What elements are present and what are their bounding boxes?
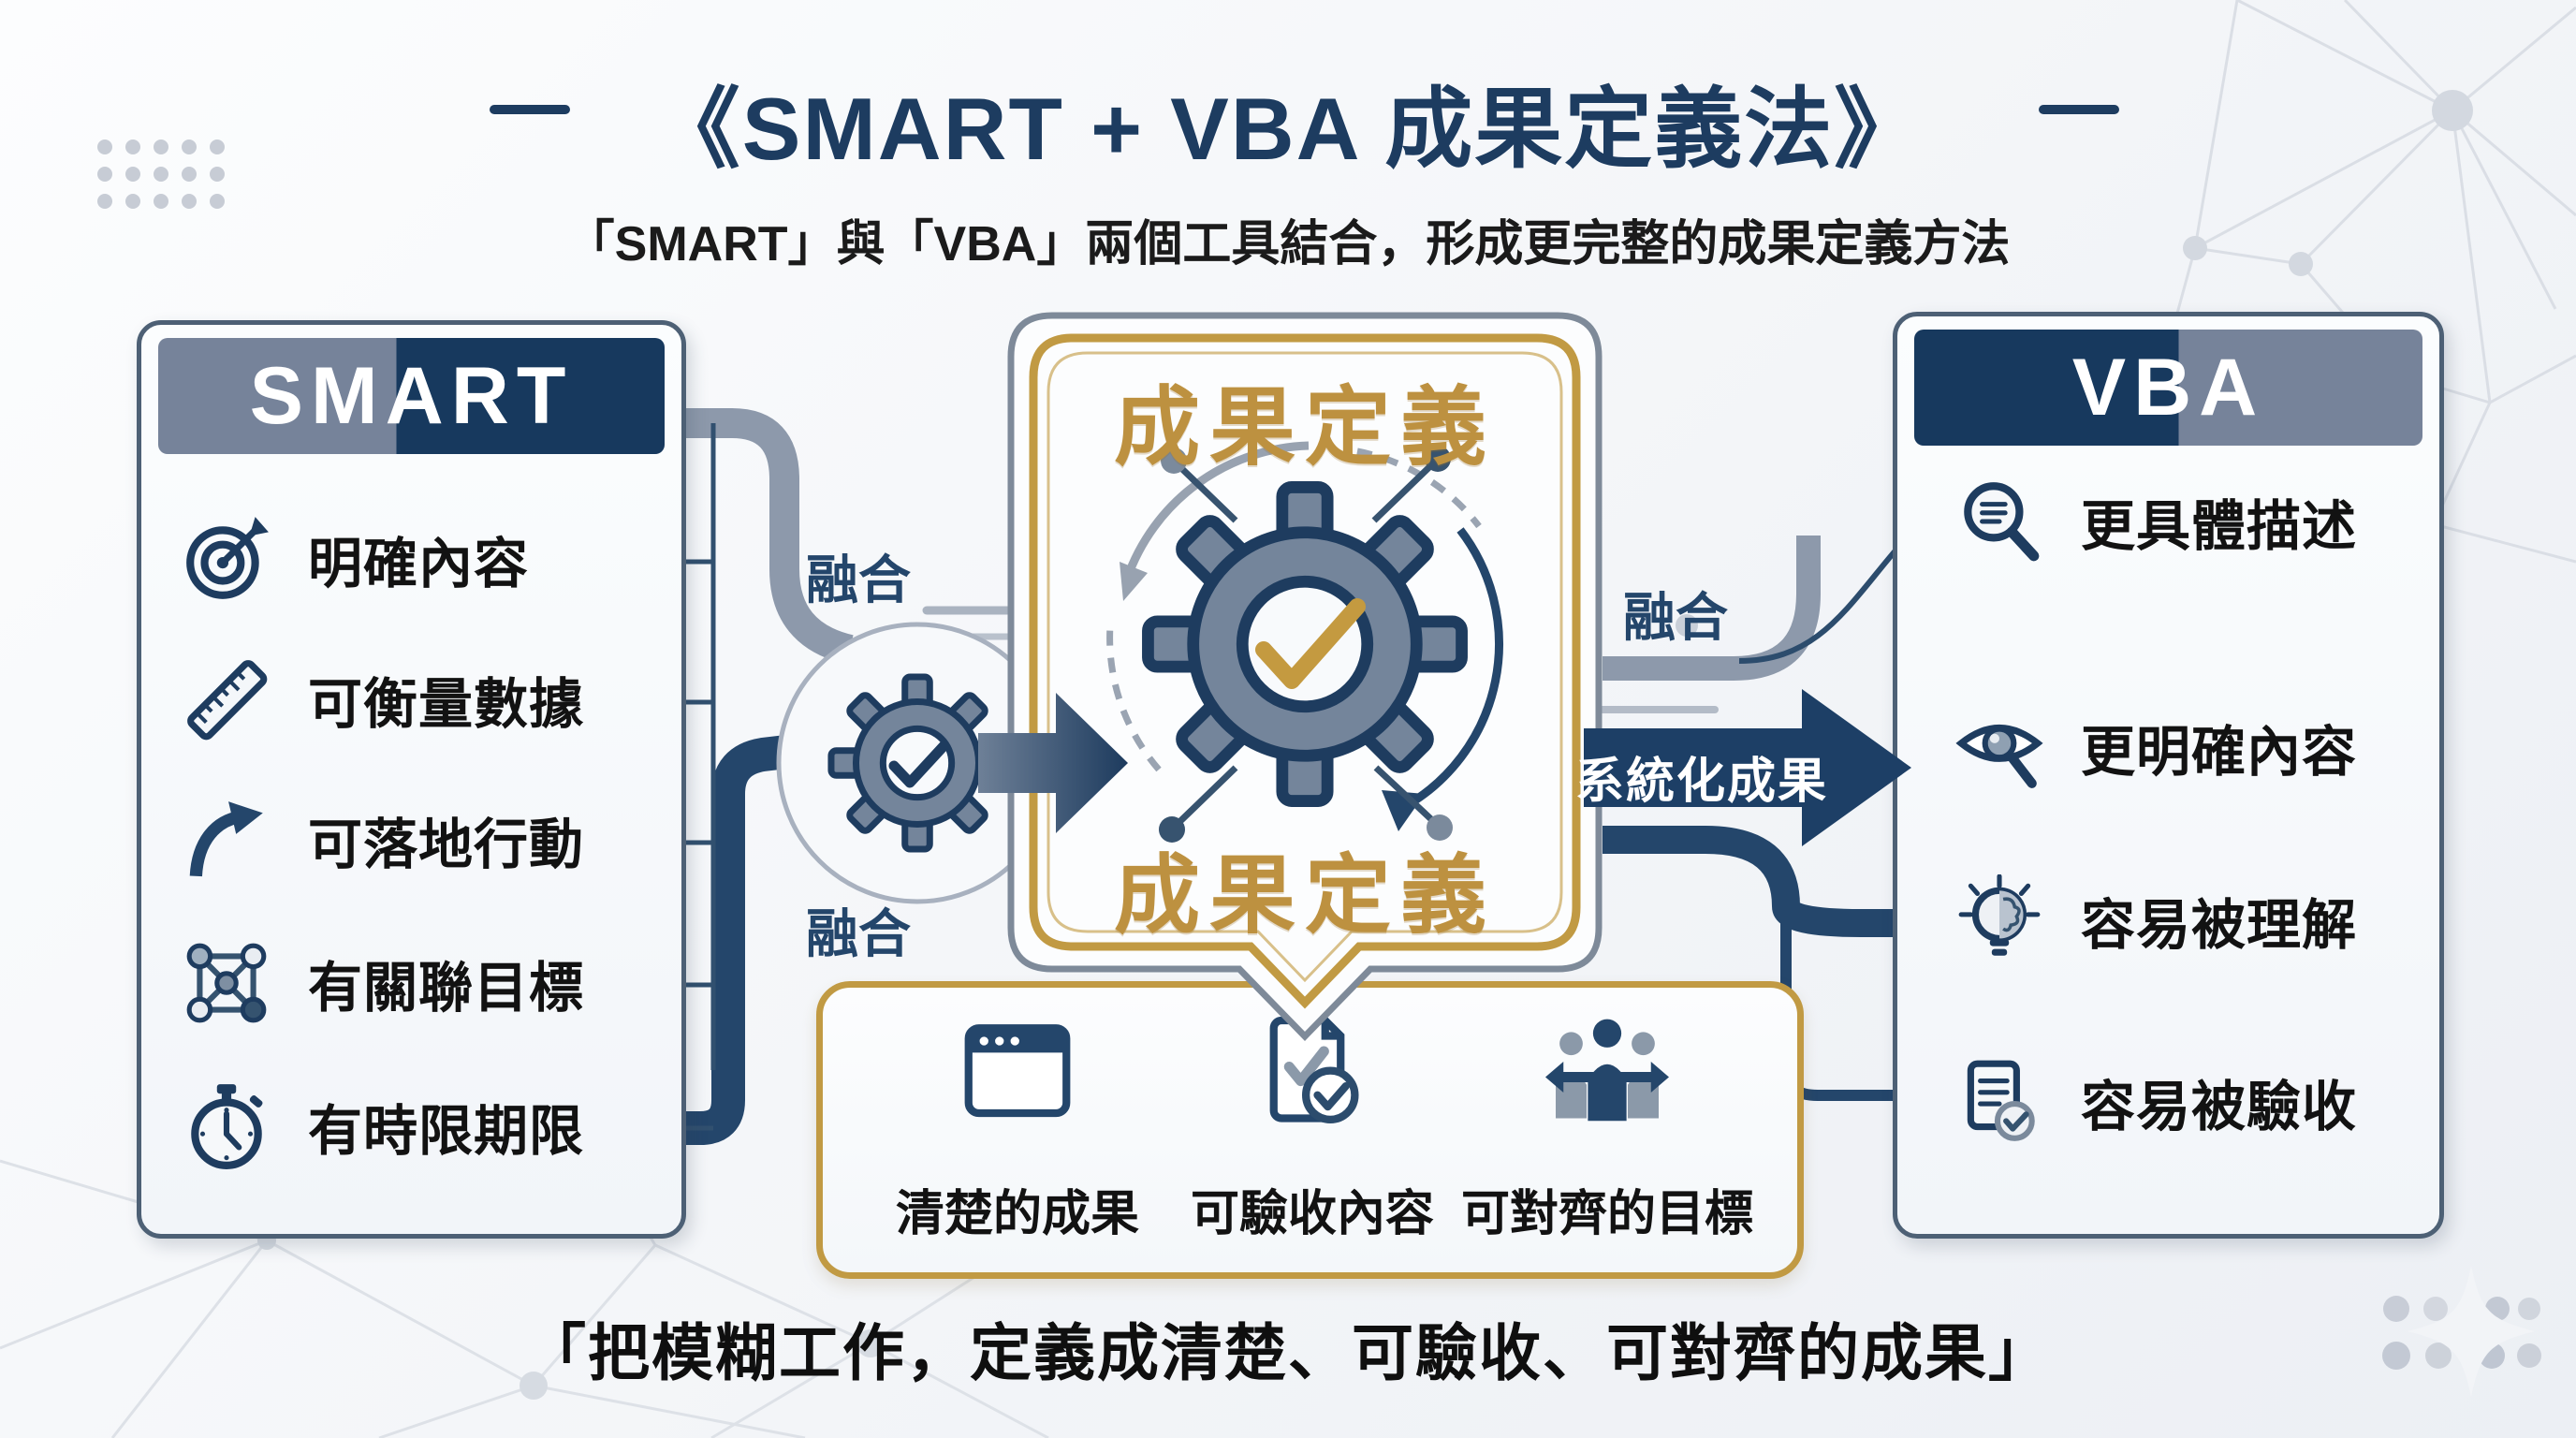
node-dot — [1425, 446, 1451, 472]
bottom-quote: 「把模糊工作，定義成清楚、可驗收、可對齊的成果」 — [524, 1318, 2052, 1387]
fuse-label-right: 融合 — [1623, 588, 1728, 647]
center-badge-gold-frame — [1029, 333, 1581, 1009]
smart-item-label: 可衡量數據 — [308, 674, 585, 735]
network-nodes-top-right — [2183, 90, 2473, 276]
window-icon — [964, 1024, 1071, 1118]
dot-grid-icon — [97, 139, 225, 209]
list-item: 可落地行動 — [181, 784, 663, 896]
vba-bottom-band — [1603, 826, 1911, 937]
smart-item-label: 明確內容 — [308, 534, 530, 594]
node-dot — [1161, 448, 1187, 474]
ruler-icon — [187, 660, 268, 741]
output-label: 清楚的成果 — [895, 1187, 1139, 1241]
list-item: 有時限期限 — [181, 1070, 663, 1182]
outputs-panel: 清楚的成果 可驗收內容 可對齊的目標 — [816, 981, 1804, 1279]
target-icon — [186, 517, 269, 599]
cycle-arrowhead-gray — [1120, 562, 1148, 601]
cycle-arc-dashed — [1106, 624, 1162, 772]
vba-item-label: 更明確內容 — [2081, 722, 2358, 783]
systemize-arrow-icon — [1584, 689, 1911, 846]
list-item: 有關聯目標 — [181, 927, 663, 1039]
smart-panel-header: SMART — [158, 338, 665, 454]
center-bottom-label: 成果定義 — [1113, 848, 1496, 944]
eye-search-icon — [1955, 725, 2043, 788]
node-dot — [1427, 814, 1453, 841]
stopwatch-icon — [191, 1084, 263, 1169]
list-item: 容易被驗收 — [1954, 1046, 2421, 1158]
check-icon — [888, 741, 949, 788]
title-dash-left — [490, 105, 570, 114]
smart-title: SMART — [249, 350, 574, 441]
list-item: 可驗收內容 — [1158, 1010, 1467, 1244]
cycle-arc-navy — [1401, 527, 1503, 811]
list-item: 可對齊的目標 — [1453, 1010, 1762, 1244]
list-item: 更明確內容 — [1954, 691, 2421, 803]
list-item: 可衡量數據 — [181, 643, 663, 756]
systemize-arrow-label: 系統化成果 — [1574, 755, 1828, 809]
smart-item-label: 有時限期限 — [308, 1101, 585, 1162]
output-label: 可驗收內容 — [1190, 1187, 1434, 1241]
vba-title: VBA — [2071, 342, 2265, 433]
list-item: 清楚的成果 — [863, 1010, 1172, 1244]
action-arrow-icon — [189, 801, 263, 877]
node-dot — [1159, 816, 1185, 843]
node-dot — [1676, 614, 1698, 637]
vba-item-label: 容易被理解 — [2081, 895, 2358, 956]
list-item: 更具體描述 — [1954, 465, 2421, 578]
bulb-brain-icon — [1958, 874, 2041, 956]
gold-check-icon — [1255, 598, 1366, 689]
vba-panel-header: VBA — [1914, 330, 2422, 446]
doc-verify-icon — [1269, 1016, 1359, 1123]
vba-item-label: 容易被驗收 — [2081, 1077, 2358, 1137]
fuse-label-bottom-left: 融合 — [806, 904, 911, 963]
smart-item-label: 可落地行動 — [308, 814, 585, 875]
smart-panel: SMART 明確內容 — [137, 320, 686, 1239]
output-label: 可對齊的目標 — [1460, 1187, 1753, 1241]
sparkle-icon — [2382, 1266, 2541, 1397]
team-align-icon — [1545, 1019, 1669, 1122]
page-title: 《SMART + VBA 成果定義法》 — [651, 80, 1925, 178]
list-item: 明確內容 — [181, 503, 663, 615]
doc-check-icon — [1967, 1060, 2035, 1141]
title-dash-right — [2039, 105, 2119, 114]
center-badge-inner-line — [1046, 351, 1563, 983]
network-icon — [186, 943, 267, 1023]
page-subtitle: 「SMART」與「VBA」兩個工具結合，形成更完整的成果定義方法 — [565, 217, 2011, 271]
vba-item-label: 更具體描述 — [2081, 496, 2358, 557]
emblem-node-sticks — [1177, 463, 1435, 825]
smart-item-label: 有關聯目標 — [308, 958, 585, 1019]
fuse-label-top-left: 融合 — [806, 550, 911, 609]
doc-search-icon — [1964, 482, 2040, 562]
fusion-arrow-icon — [978, 693, 1128, 833]
vba-panel: VBA 更具體描述 更明確內容 — [1893, 312, 2444, 1239]
center-top-label: 成果定義 — [1113, 380, 1496, 476]
list-item: 容易被理解 — [1954, 864, 2421, 976]
smart-top-band — [677, 408, 855, 665]
